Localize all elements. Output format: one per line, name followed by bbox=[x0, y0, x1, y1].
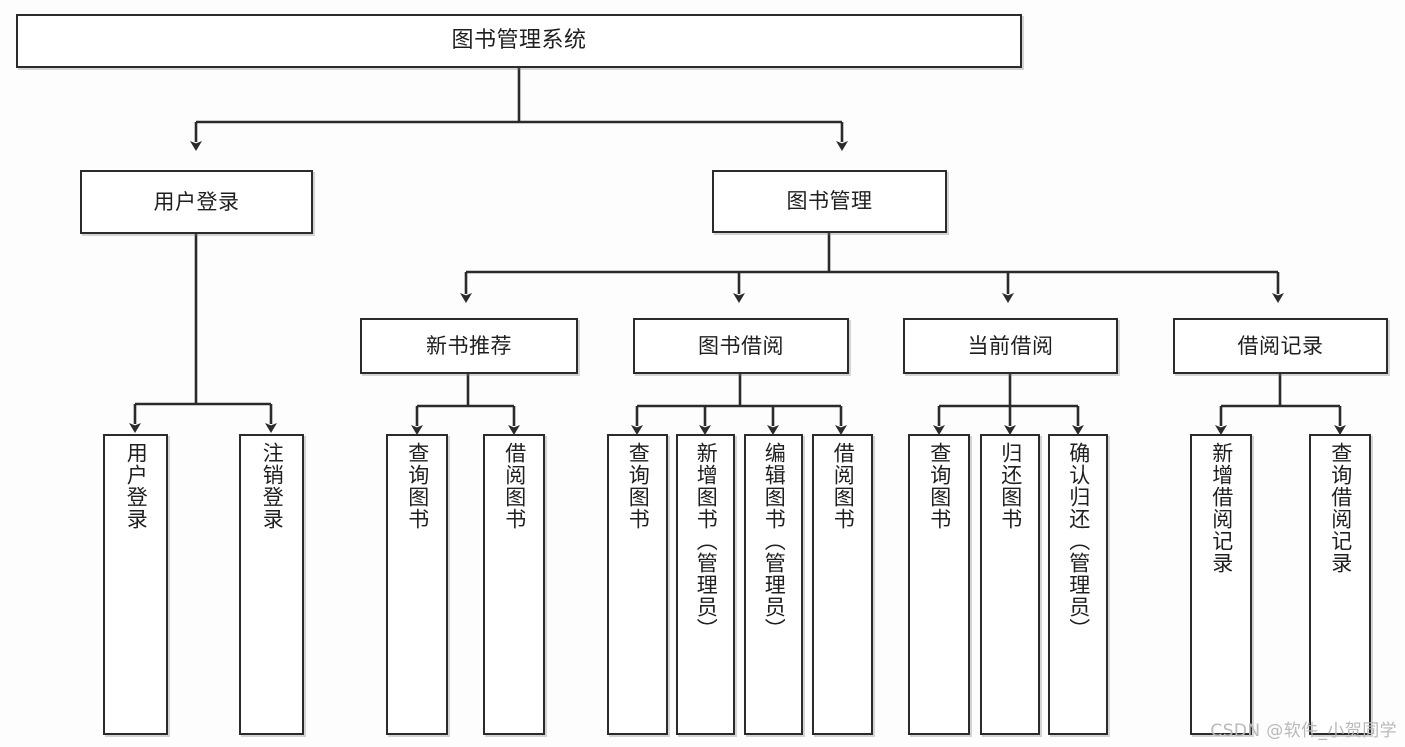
leaf-logout-login-label: 注销登录 bbox=[260, 442, 285, 530]
leaf-query-book-borrow[interactable]: 查询图书 bbox=[607, 434, 668, 735]
node-book-borrow[interactable]: 图书借阅 bbox=[633, 318, 849, 374]
node-borrow-record[interactable]: 借阅记录 bbox=[1173, 318, 1388, 374]
node-root-label: 图书管理系统 bbox=[451, 28, 587, 54]
leaf-user-login-label: 用户登录 bbox=[124, 442, 149, 530]
node-borrow-record-label: 借阅记录 bbox=[1237, 333, 1324, 358]
watermark-text: CSDN @软件_小贺同学 bbox=[1210, 721, 1397, 741]
leaf-add-book-admin-label: 新增图书（管理员） bbox=[694, 442, 719, 640]
leaf-add-borrow-record[interactable]: 新增借阅记录 bbox=[1190, 434, 1252, 735]
node-book-management-label: 图书管理 bbox=[786, 189, 873, 214]
leaf-borrow-book-borrow[interactable]: 借阅图书 bbox=[812, 434, 873, 735]
node-current-borrow-label: 当前借阅 bbox=[967, 333, 1054, 358]
leaf-query-book-recommend-label: 查询图书 bbox=[405, 442, 430, 530]
leaf-query-borrow-record[interactable]: 查询借阅记录 bbox=[1309, 434, 1371, 735]
leaf-query-book-borrow-label: 查询图书 bbox=[626, 442, 651, 530]
leaf-edit-book-admin-label: 编辑图书（管理员） bbox=[762, 442, 787, 640]
leaf-borrow-book-borrow-label: 借阅图书 bbox=[831, 442, 856, 530]
node-user-login-label: 用户登录 bbox=[153, 189, 240, 214]
leaf-add-book-admin[interactable]: 新增图书（管理员） bbox=[676, 434, 735, 735]
leaf-edit-book-admin[interactable]: 编辑图书（管理员） bbox=[744, 434, 803, 735]
leaf-return-book-label: 归还图书 bbox=[998, 442, 1023, 530]
node-user-login[interactable]: 用户登录 bbox=[80, 170, 313, 234]
leaf-confirm-return-admin-label: 确认归还（管理员） bbox=[1066, 442, 1091, 640]
leaf-borrow-book-recommend-label: 借阅图书 bbox=[502, 442, 527, 530]
node-book-borrow-label: 图书借阅 bbox=[698, 333, 784, 358]
leaf-query-book-recommend[interactable]: 查询图书 bbox=[386, 434, 448, 735]
leaf-logout-login[interactable]: 注销登录 bbox=[239, 434, 304, 735]
leaf-user-login[interactable]: 用户登录 bbox=[103, 434, 168, 735]
node-book-management[interactable]: 图书管理 bbox=[712, 170, 947, 233]
leaf-query-borrow-record-label: 查询借阅记录 bbox=[1328, 442, 1353, 574]
leaf-query-book-current[interactable]: 查询图书 bbox=[908, 434, 970, 735]
leaf-add-borrow-record-label: 新增借阅记录 bbox=[1209, 442, 1234, 574]
leaf-return-book[interactable]: 归还图书 bbox=[980, 434, 1040, 735]
leaf-confirm-return-admin[interactable]: 确认归还（管理员） bbox=[1048, 434, 1108, 735]
node-current-borrow[interactable]: 当前借阅 bbox=[903, 318, 1118, 374]
node-root[interactable]: 图书管理系统 bbox=[16, 14, 1022, 68]
node-new-book-recommend[interactable]: 新书推荐 bbox=[360, 318, 578, 374]
leaf-query-book-current-label: 查询图书 bbox=[927, 442, 952, 530]
node-new-book-recommend-label: 新书推荐 bbox=[426, 333, 512, 358]
leaf-borrow-book-recommend[interactable]: 借阅图书 bbox=[483, 434, 545, 735]
